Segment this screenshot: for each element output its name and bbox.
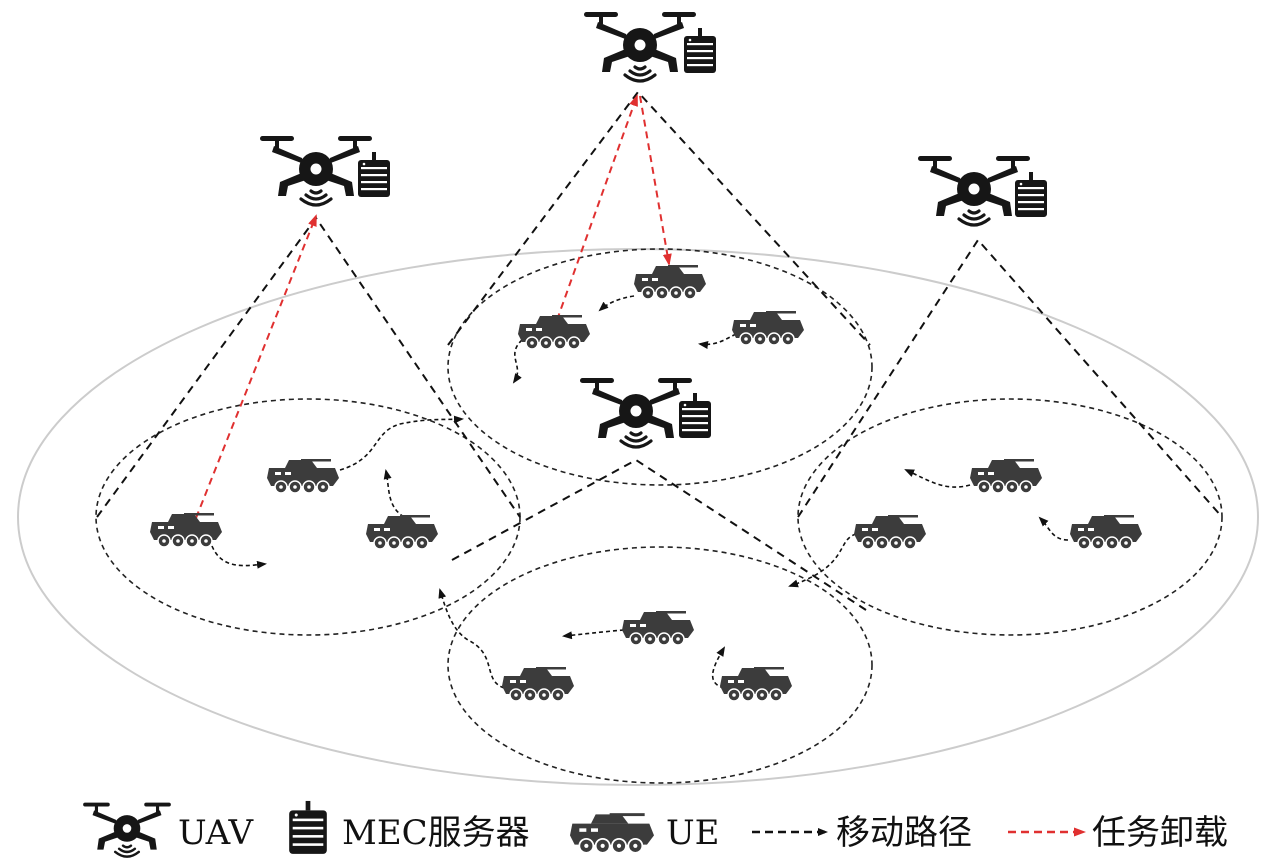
legend-uav-label: UAV: [178, 813, 254, 853]
legend-offload-label: 任务卸载: [1092, 813, 1228, 853]
armored-vehicle-icon: [719, 666, 793, 702]
armored-vehicle-icon: [1069, 514, 1143, 550]
move-path-11: [562, 629, 625, 640]
cluster-area-left: [95, 398, 521, 636]
coverage-cone-right: [797, 238, 1223, 518]
legend: UAV MEC服务器 UE 移动路径 任务卸载: [81, 800, 1228, 858]
move-path-1: [211, 545, 267, 569]
drone-icon: [916, 154, 1032, 227]
armored-vehicle-icon: [266, 458, 340, 494]
offload-link-top-a: [556, 94, 638, 321]
move-path-4: [598, 295, 635, 312]
move-path-10: [438, 588, 505, 689]
move-path-6: [698, 333, 737, 349]
armored-vehicle-icon: [621, 610, 695, 646]
legend-server-label: MEC服务器: [342, 813, 530, 853]
cluster-area-bottom: [447, 546, 873, 784]
legend-move-path-label: 移动路径: [836, 813, 972, 853]
armored-vehicle-icon: [633, 264, 707, 300]
armored-vehicle-icon: [501, 666, 575, 702]
uav-node-center: [578, 376, 711, 449]
offload-link-top-b: [639, 95, 672, 266]
move-path-3: [383, 469, 411, 521]
armored-vehicle-icon: [853, 514, 927, 550]
coverage-cone-center: [451, 458, 867, 611]
drone-icon: [258, 134, 374, 207]
server-icon: [289, 800, 327, 854]
move-path-2: [339, 415, 464, 471]
drone-icon: [578, 376, 694, 449]
move-path-7: [904, 469, 971, 488]
armored-vehicle-icon: [731, 310, 805, 346]
cluster-area-right: [797, 398, 1223, 636]
server-icon: [679, 393, 711, 438]
armored-vehicle-icon: [517, 314, 591, 350]
cluster-area-top: [447, 248, 873, 486]
drone-icon: [582, 10, 698, 83]
move-path-5: [512, 339, 523, 384]
drone-icon: [81, 801, 173, 858]
armored-vehicle-icon: [568, 812, 656, 854]
server-icon: [358, 152, 390, 197]
armored-vehicle-icon: [365, 514, 439, 550]
move-path-8: [788, 533, 857, 588]
uav-node-top: [582, 10, 716, 83]
server-icon: [684, 28, 716, 73]
move-path-12: [711, 646, 726, 689]
server-icon: [1015, 172, 1047, 217]
offload-link-left: [195, 214, 317, 519]
outer-coverage-area: [17, 248, 1259, 786]
legend-ue-label: UE: [666, 813, 719, 853]
coverage-cone-top: [447, 90, 871, 346]
armored-vehicle-icon: [149, 512, 223, 548]
armored-vehicle-icon: [969, 458, 1043, 494]
uav-node-right: [916, 154, 1047, 227]
move-path-9: [1038, 516, 1069, 541]
uav-node-left: [258, 134, 390, 207]
